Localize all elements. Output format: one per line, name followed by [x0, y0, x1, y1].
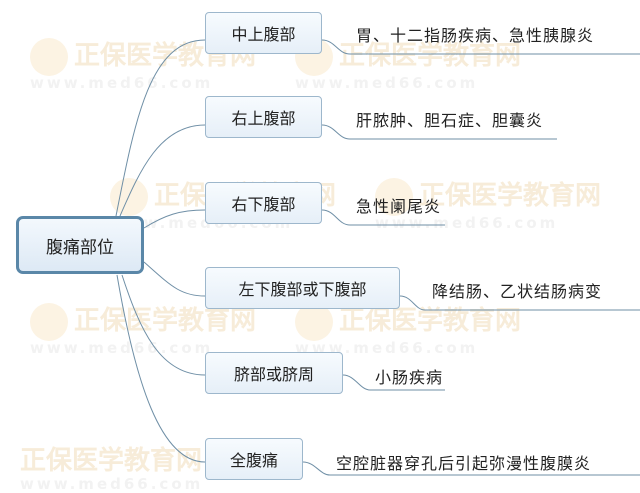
branch-node[interactable]: 左下腹部或下腹部 [205, 267, 400, 309]
connector [321, 39, 640, 55]
leaf-topic[interactable]: 急性阑尾炎 [356, 197, 442, 216]
connector [302, 461, 640, 476]
branch-node[interactable]: 右上腹部 [205, 96, 322, 138]
root-node[interactable]: 腹痛部位 [16, 216, 144, 274]
branch-node[interactable]: 脐部或脐周 [205, 352, 343, 394]
leaf-topic[interactable]: 小肠疾病 [375, 368, 444, 387]
connector [115, 39, 206, 217]
connector [119, 124, 206, 217]
branch-node[interactable]: 全腹痛 [205, 438, 303, 480]
leaf-topic[interactable]: 肝脓肿、胆石症、胆囊炎 [356, 111, 544, 130]
connector [143, 209, 206, 229]
leaf-topic[interactable]: 胃、十二指肠疾病、急性胰腺炎 [356, 26, 595, 45]
connector [321, 124, 557, 140]
connector [321, 209, 445, 226]
connector [143, 261, 206, 297]
branch-node[interactable]: 中上腹部 [205, 12, 322, 54]
branch-node[interactable]: 右下腹部 [205, 182, 322, 224]
leaf-topic[interactable]: 降结肠、乙状结肠病变 [432, 282, 603, 301]
connector [342, 374, 445, 391]
connector [399, 295, 640, 311]
connector [116, 274, 206, 463]
connector [121, 274, 206, 376]
leaf-topic[interactable]: 空腔脏器穿孔后引起弥漫性腹膜炎 [336, 454, 592, 473]
